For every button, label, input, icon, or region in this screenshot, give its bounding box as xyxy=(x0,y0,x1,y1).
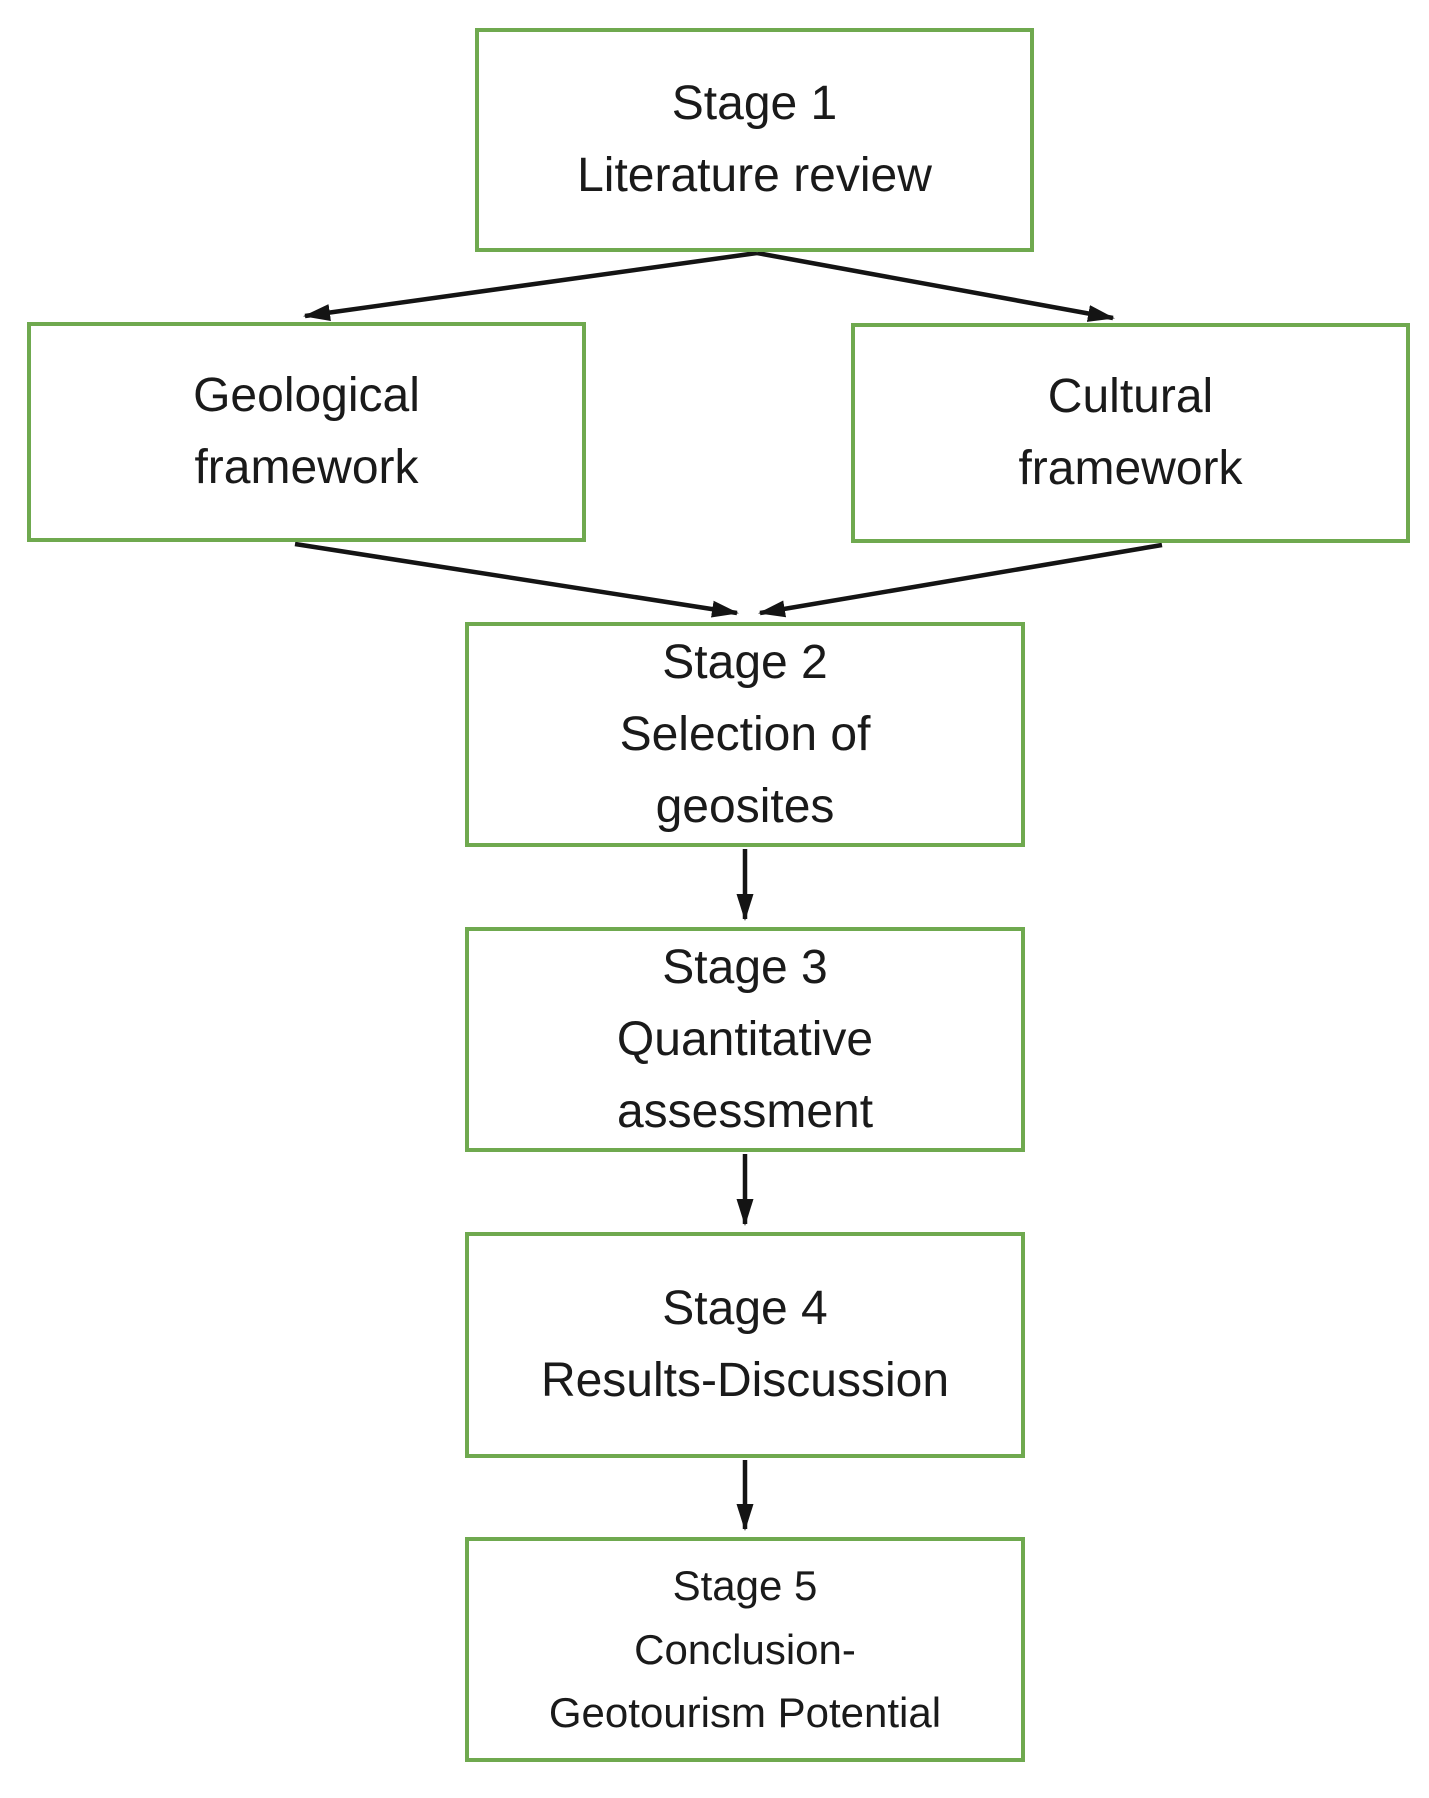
connector-geological-framework-to-stage-2 xyxy=(294,541,739,618)
box-text-line: framework xyxy=(194,441,419,494)
box-text-line: Selection of xyxy=(619,707,871,761)
connector-cultural-framework-to-stage-2 xyxy=(758,542,1163,618)
flowchart-box-stage-1: Stage 1 Literature review xyxy=(475,28,1034,252)
box-text-line: Literature review xyxy=(577,149,932,202)
flowchart-box-geological-framework: Geological framework xyxy=(27,322,586,542)
flowchart-box-stage-3: Stage 3 Quantitative assessment xyxy=(465,927,1025,1152)
box-text-line: Quantitative xyxy=(616,1012,874,1066)
box-text-line: geosites xyxy=(655,779,835,833)
flowchart-box-stage-4: Stage 4 Results-Discussion xyxy=(465,1232,1025,1458)
connector-stage-1-to-geological-framework xyxy=(303,250,758,321)
box-text-line: Results-Discussion xyxy=(540,1354,950,1407)
box-text-line: Stage 3 xyxy=(662,940,828,994)
box-text-line: Geotourism Potential xyxy=(548,1689,942,1737)
box-text-line: Stage 1 xyxy=(671,77,838,130)
box-text-line: Stage 2 xyxy=(662,635,828,689)
flowchart-box-stage-2: Stage 2 Selection of geosites xyxy=(465,622,1025,847)
connector-stage-1-to-cultural-framework xyxy=(756,250,1115,322)
box-text-line: Cultural xyxy=(1047,370,1214,423)
box-text-line: framework xyxy=(1018,442,1243,495)
flowchart-box-stage-5: Stage 5 Conclusion- Geotourism Potential xyxy=(465,1537,1025,1762)
box-text-line: assessment xyxy=(616,1084,874,1138)
box-text-line: Conclusion- xyxy=(634,1625,856,1673)
box-text-line: Geological xyxy=(193,369,420,422)
box-text-line: Stage 4 xyxy=(662,1282,828,1335)
flowchart-box-cultural-framework: Cultural framework xyxy=(851,323,1410,543)
box-text-line: Stage 5 xyxy=(672,1561,818,1609)
